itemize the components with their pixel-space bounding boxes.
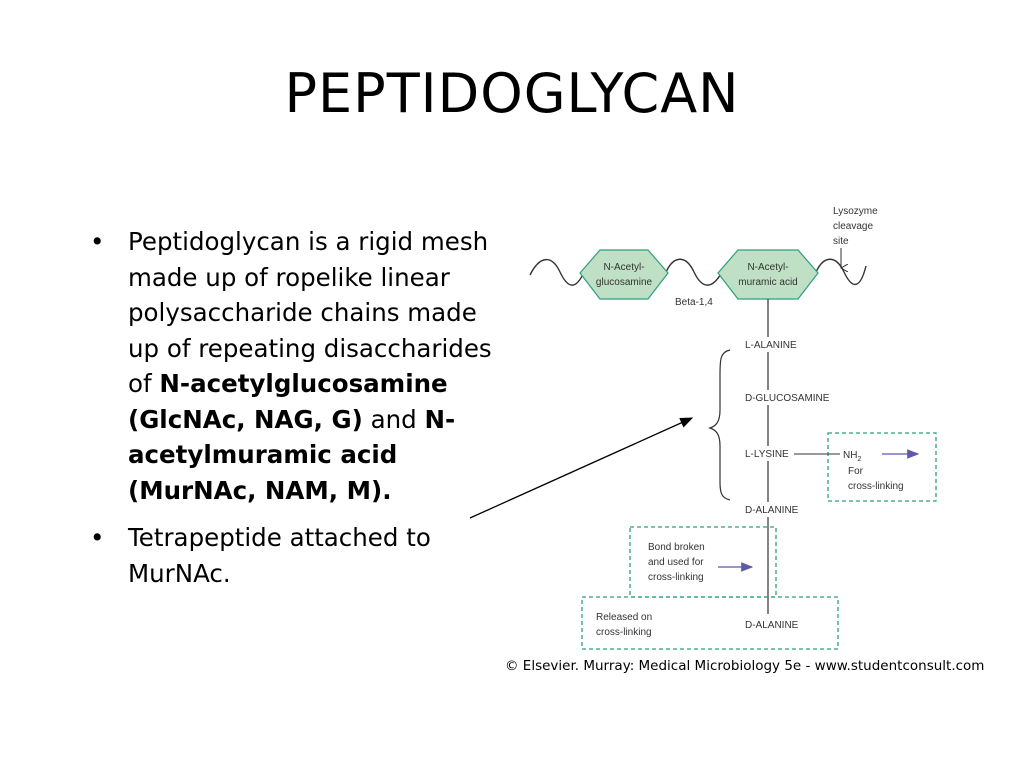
bullet-item-1: • Peptidoglycan is a rigid mesh made up … bbox=[88, 224, 498, 508]
nag-label-line2: glucosamine bbox=[596, 277, 653, 288]
lysozyme-label-line1: Lysozyme bbox=[833, 206, 878, 217]
glycan-chain-left bbox=[529, 258, 585, 286]
bond-broken-line3: cross-linking bbox=[648, 572, 704, 583]
bullet-1-nam-term: N-acetylmuramic acid (MurNAc, NAM, M). bbox=[128, 404, 456, 505]
lysozyme-label-line2: cleavage bbox=[833, 221, 873, 232]
amino-acid-l-alanine: L-ALANINE bbox=[745, 340, 797, 351]
released-box bbox=[581, 596, 839, 650]
released-line1: Released on bbox=[596, 612, 652, 623]
bullet-item-2: • Tetrapeptide attached to MurNAc. bbox=[88, 520, 498, 591]
nag-sugar-hexagon bbox=[579, 249, 669, 300]
amino-acid-l-lysine: L-LYSINE bbox=[745, 449, 789, 460]
nam-label-line2: muramic acid bbox=[738, 277, 797, 288]
nh2-label: NH2 bbox=[843, 450, 861, 463]
beta-bond-label: Beta-1,4 bbox=[675, 297, 713, 308]
bullet-1-conjunction: and bbox=[362, 404, 425, 434]
glycan-chain-right bbox=[815, 258, 867, 286]
nam-label-line1: N-Acetyl- bbox=[747, 262, 788, 273]
nag-label-line1: N-Acetyl- bbox=[603, 262, 644, 273]
released-line2: cross-linking bbox=[596, 627, 652, 638]
bond-broken-line1: Bond broken bbox=[648, 542, 705, 553]
amino-acid-d-alanine-1: D-ALANINE bbox=[745, 505, 799, 516]
bullet-1-nag-term: N-acetylglucosamine (GlcNAc, NAG, G) bbox=[128, 369, 448, 434]
bullet-2-text: Tetrapeptide attached to MurNAc. bbox=[128, 523, 431, 588]
image-credit: © Elsevier. Murray: Medical Microbiology… bbox=[505, 658, 985, 674]
amino-acid-d-alanine-2: D-ALANINE bbox=[745, 620, 799, 631]
bond-broken-line2: and used for bbox=[648, 557, 704, 568]
bullet-1-text: Peptidoglycan is a rigid mesh made up of… bbox=[128, 227, 492, 398]
crosslink-label-line1: For bbox=[848, 466, 864, 477]
crosslink-label-line2: cross-linking bbox=[848, 481, 904, 492]
bullet-marker: • bbox=[90, 227, 105, 256]
tetrapeptide-bracket bbox=[708, 349, 731, 501]
bullet-marker: • bbox=[90, 523, 105, 552]
bullet-list: • Peptidoglycan is a rigid mesh made up … bbox=[88, 224, 498, 603]
amino-acid-d-glucosamine: D-GLUCOSAMINE bbox=[745, 393, 830, 404]
slide-title: PEPTIDOGLYCAN bbox=[284, 62, 740, 125]
glycan-chain-middle bbox=[665, 258, 723, 286]
lysozyme-label-line3: site bbox=[833, 236, 849, 247]
crosslink-box bbox=[827, 432, 937, 502]
peptidoglycan-diagram: N-Acetyl- glucosamine N-Acetyl- muramic … bbox=[529, 206, 937, 650]
nam-sugar-hexagon bbox=[717, 249, 819, 300]
